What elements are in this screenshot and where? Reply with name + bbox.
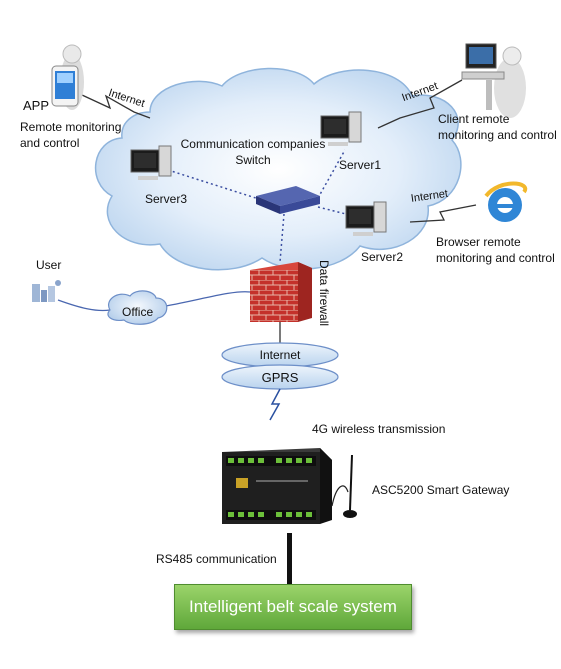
- belt-scale-system-box: Intelligent belt scale system: [174, 584, 412, 630]
- server2-label: Server2: [361, 250, 404, 264]
- gateway-device-icon: [222, 448, 332, 524]
- server3-label: Server3: [145, 192, 188, 206]
- gateway-label: ASC5200 Smart Gateway: [372, 483, 510, 497]
- user-icon: [32, 280, 61, 302]
- server1-icon: [320, 111, 362, 146]
- comm-switch-label-1: Communication companies: [180, 137, 326, 151]
- rs485-link: [287, 533, 292, 584]
- firewall-icon: [250, 262, 312, 322]
- rs485-label: RS485 communication: [156, 552, 277, 566]
- belt-scale-system-label: Intelligent belt scale system: [189, 597, 397, 616]
- remote-monitoring-label-2: and control: [20, 136, 80, 150]
- remote-monitoring-label-1: Remote monitoring: [20, 120, 122, 134]
- internet-band-label: Internet: [259, 348, 301, 362]
- data-firewall-label: Data firewall: [317, 260, 331, 327]
- browser-label-1: Browser remote: [436, 235, 521, 249]
- client-computer-icon: [461, 43, 526, 118]
- gprs-band-label: GPRS: [261, 370, 299, 385]
- dotted-links: [167, 149, 351, 263]
- app-label: APP: [23, 98, 50, 113]
- client-label-2: monitoring and control: [438, 128, 557, 142]
- antenna-icon: [331, 454, 357, 518]
- client-label-1: Client remote: [438, 112, 510, 126]
- server3-icon: [130, 145, 172, 180]
- office-firewall-link: [165, 291, 251, 307]
- server2-icon: [345, 201, 387, 236]
- switch-icon: [256, 186, 320, 214]
- server1-label: Server1: [339, 158, 382, 172]
- user-office-link: [57, 299, 111, 312]
- comm-switch-label-2: Switch: [235, 153, 271, 167]
- office-cloud: [107, 290, 168, 325]
- wireless-label: 4G wireless transmission: [312, 422, 446, 436]
- wireless-bolt-icon: [269, 388, 281, 421]
- browser-label-2: monitoring and control: [436, 251, 555, 265]
- internet-links: [81, 79, 477, 223]
- browser-icon: [484, 181, 528, 222]
- smartphone-icon: [51, 44, 84, 110]
- user-label: User: [36, 258, 62, 272]
- office-label: Office: [122, 305, 154, 319]
